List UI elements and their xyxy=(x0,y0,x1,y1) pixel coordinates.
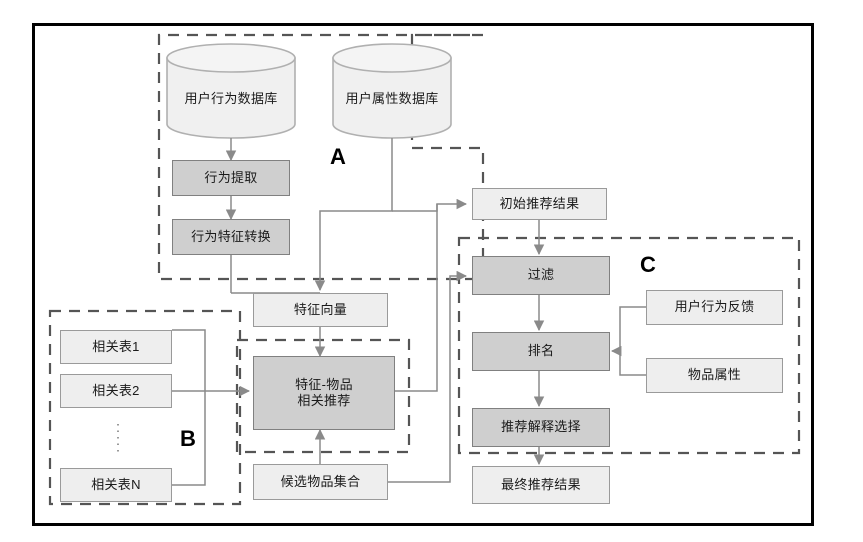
node-relation-table-n[interactable]: 相关表N xyxy=(60,468,172,502)
group-tag-a: A xyxy=(330,144,346,169)
node-relation-table-1[interactable]: 相关表1 xyxy=(60,330,172,364)
node-feature-item-recommend[interactable]: 特征-物品 相关推荐 xyxy=(253,356,395,430)
node-filter[interactable]: 过滤 xyxy=(472,256,610,295)
node-final-recommend-result[interactable]: 最终推荐结果 xyxy=(472,466,610,504)
group-tag-b: B xyxy=(180,426,196,451)
node-item-attribute[interactable]: 物品属性 xyxy=(646,358,783,393)
node-behavior-extract[interactable]: 行为提取 xyxy=(172,160,290,196)
db-user-behavior-shape xyxy=(166,43,296,139)
group-tag-c: C xyxy=(640,252,656,277)
recommend-core-dashed-boundary xyxy=(235,338,411,454)
db-user-attribute-shape xyxy=(332,43,452,139)
outer-frame xyxy=(32,23,814,526)
node-initial-recommend-result[interactable]: 初始推荐结果 xyxy=(472,188,607,220)
node-feature-vector[interactable]: 特征向量 xyxy=(253,293,388,327)
feature-item-recommend-line-1: 特征-物品 xyxy=(295,376,353,392)
group-b-dashed-boundary xyxy=(48,309,242,506)
feature-item-recommend-line-2: 相关推荐 xyxy=(297,393,351,408)
node-recommend-explain-select[interactable]: 推荐解释选择 xyxy=(472,408,610,447)
group-c-dashed-boundary xyxy=(457,236,801,455)
node-behavior-feature-transform[interactable]: 行为特征转换 xyxy=(172,219,290,255)
node-relation-table-2[interactable]: 相关表2 xyxy=(60,374,172,408)
node-ranking[interactable]: 排名 xyxy=(472,332,610,371)
node-candidate-item-set[interactable]: 候选物品集合 xyxy=(253,464,388,500)
node-user-behavior-feedback[interactable]: 用户行为反馈 xyxy=(646,290,783,325)
